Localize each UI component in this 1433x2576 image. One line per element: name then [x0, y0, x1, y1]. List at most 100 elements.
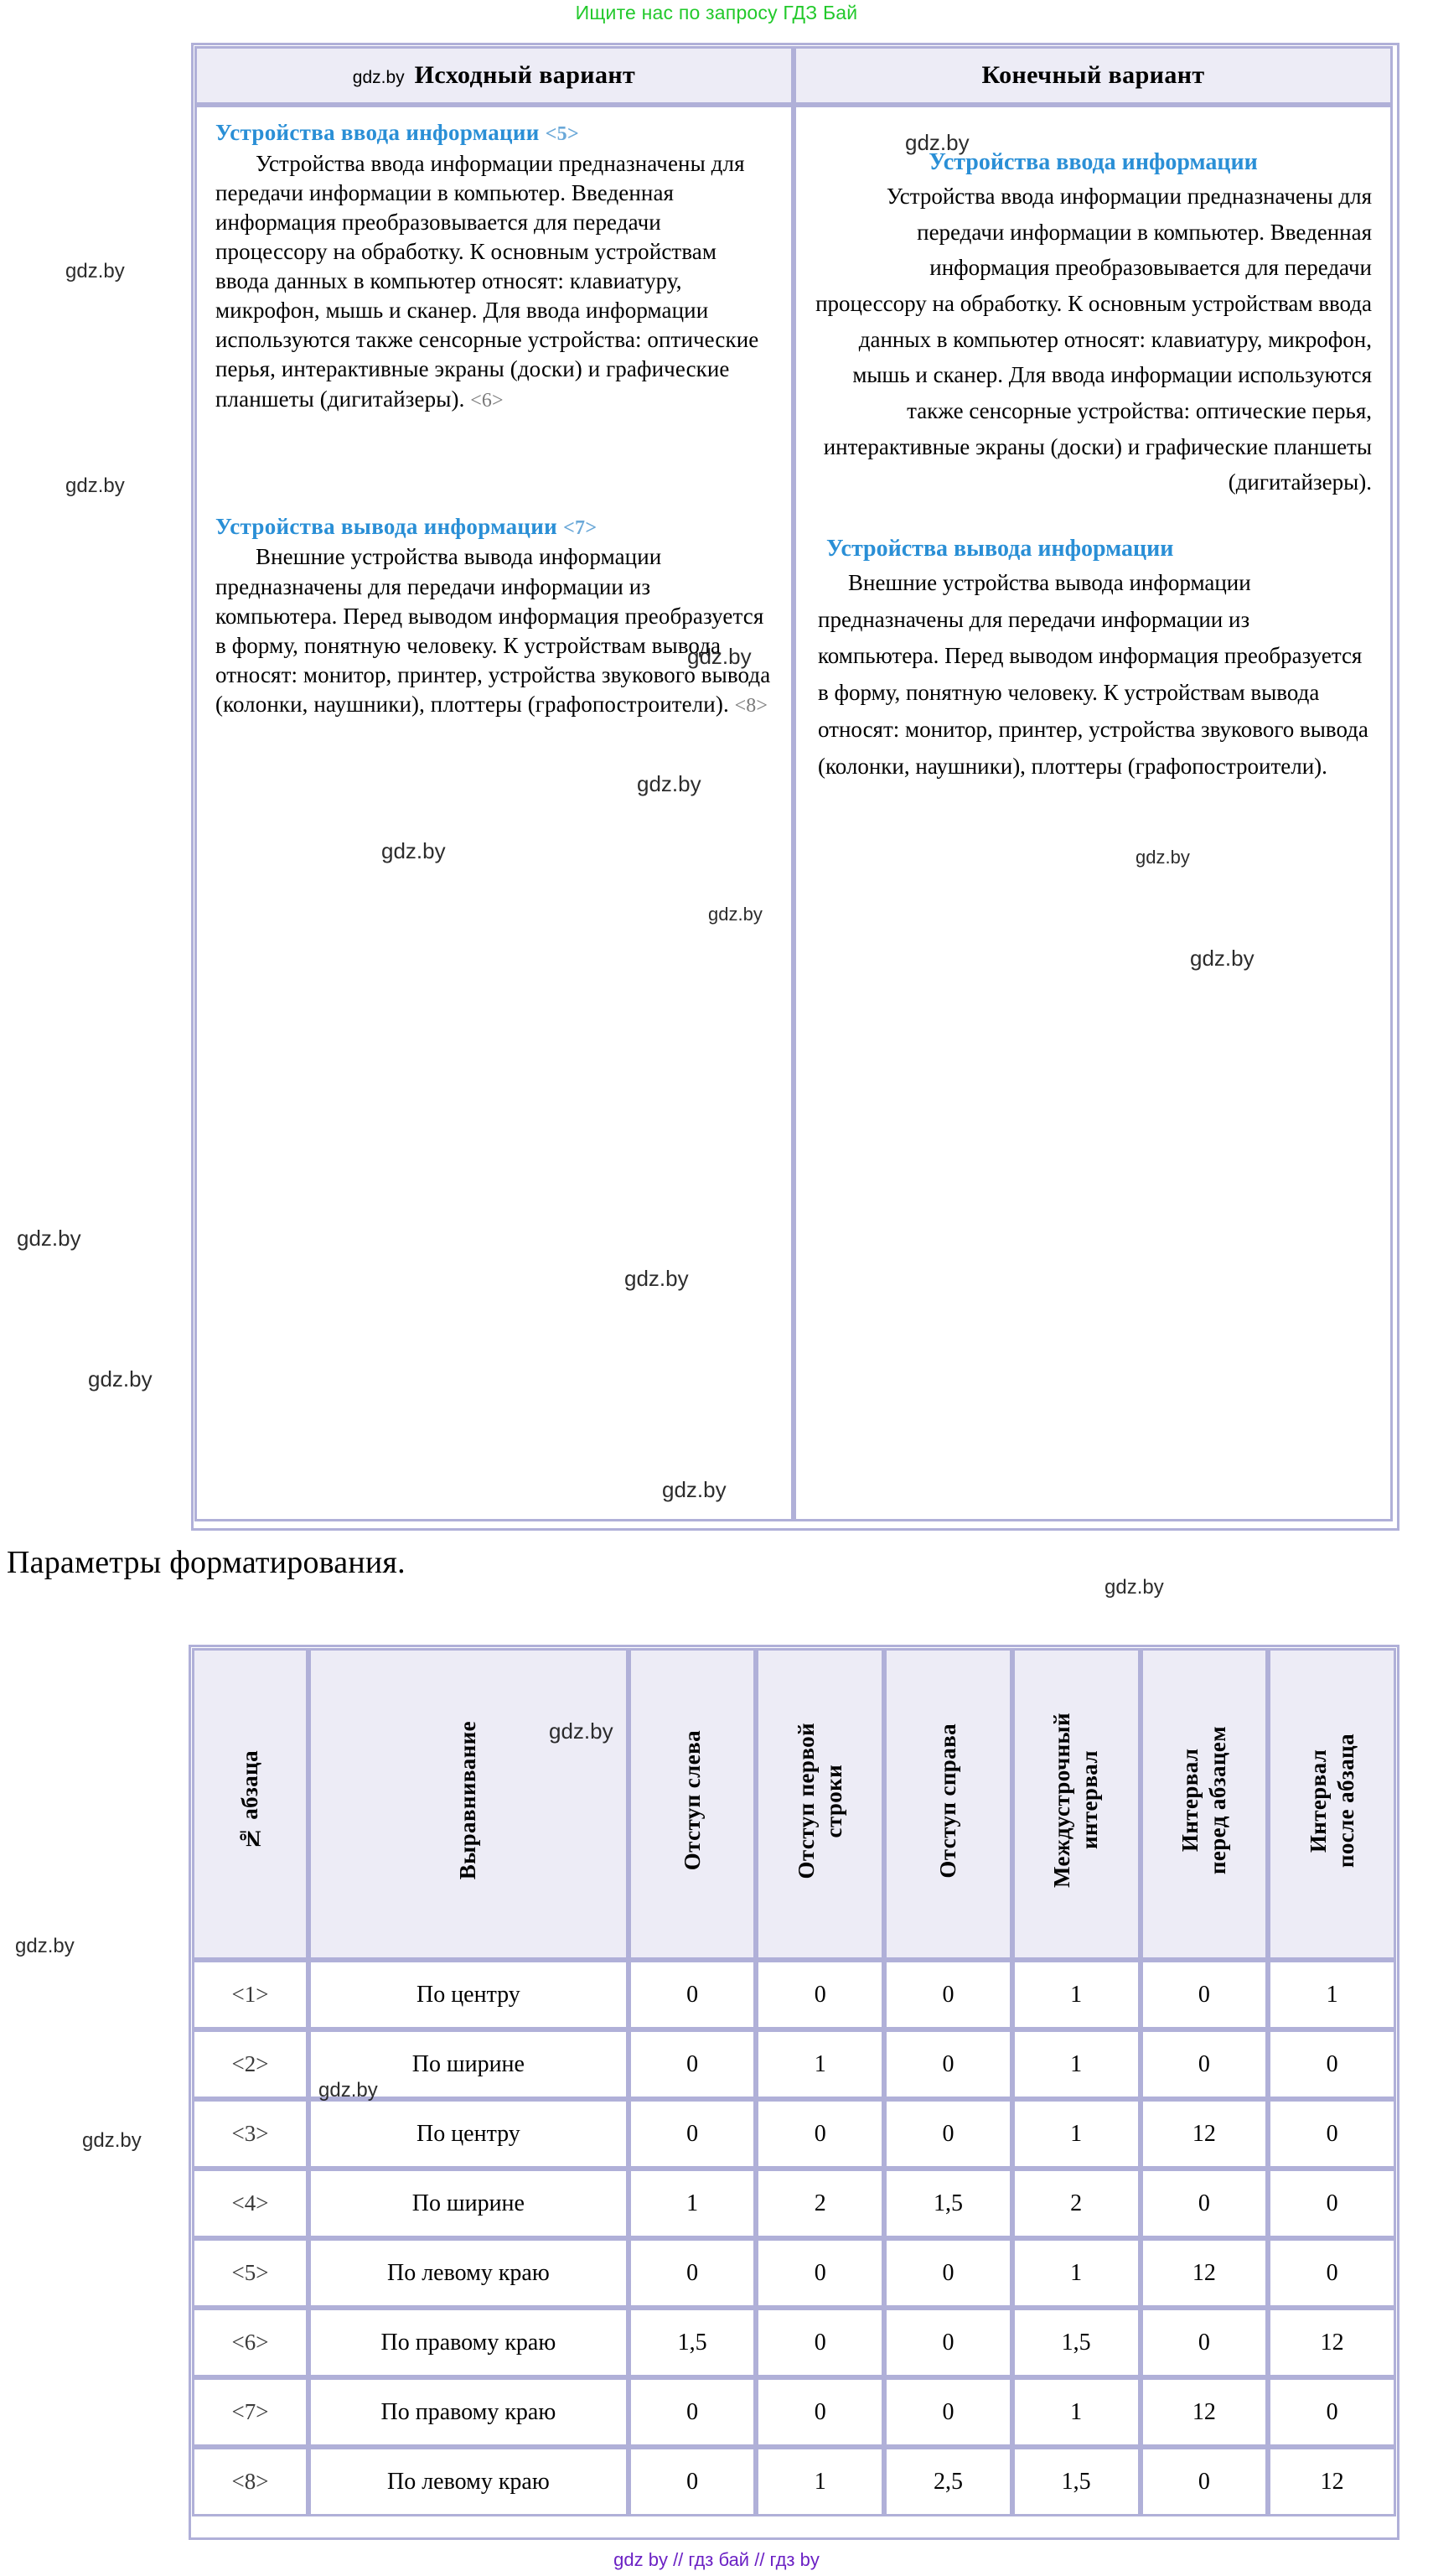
watermark: gdz.by: [1136, 847, 1190, 868]
params-cell-before-text: 0: [1198, 2329, 1210, 2356]
params-cell-align-text: По ширине: [411, 2050, 525, 2077]
params-cell-after: 0: [1268, 2099, 1396, 2169]
params-cell-before-text: 12: [1192, 2259, 1216, 2286]
right-section1-body: Устройства ввода информации предназначен…: [815, 184, 1372, 495]
params-cell-line: 1: [1011, 2377, 1141, 2447]
params-cell-first-text: 0: [814, 2259, 826, 2286]
params-cell-align: По центру: [308, 2099, 629, 2169]
params-cell-align: По центру: [308, 1960, 629, 2029]
params-cell-left: 0: [628, 2099, 757, 2169]
params-cell-after-text: 0: [1326, 2259, 1338, 2286]
params-cell-line-text: 1: [1070, 2398, 1083, 2425]
params-cell-num: <2>: [192, 2029, 309, 2099]
params-cell-before-text: 0: [1198, 2190, 1210, 2216]
params-cell-left-text: 1: [686, 2190, 699, 2216]
params-cell-before: 0: [1140, 1960, 1269, 2029]
watermark-inline: gdz.by: [352, 68, 405, 87]
params-cell-right-text: 0: [942, 2050, 954, 2077]
params-cell-first-text: 2: [814, 2190, 826, 2216]
params-cell-first: 0: [756, 1960, 885, 2029]
params-cell-after-text: 0: [1326, 2190, 1338, 2216]
right-section2-title: Устройства вывода информации: [826, 535, 1174, 562]
params-cell-after: 1: [1268, 1960, 1396, 2029]
params-table-frame: [189, 1645, 1399, 2540]
params-cell-right-text: 2,5: [933, 2468, 963, 2495]
params-cell-first: 2: [756, 2169, 885, 2238]
params-cell-num-text: <7>: [231, 2398, 269, 2424]
params-cell-num: <3>: [192, 2099, 309, 2169]
params-cell-first-text: 0: [814, 2120, 826, 2147]
left-section1-body: Устройства ввода информации предназначен…: [215, 149, 773, 414]
params-cell-num: <8>: [192, 2447, 309, 2516]
params-cell-align-text: По центру: [416, 2120, 520, 2147]
params-header-row: № абзаца Выравнивание Отступ слева Отсту…: [192, 1648, 1396, 1960]
params-cell-right: 0: [884, 2308, 1012, 2377]
params-cell-right: 0: [884, 2377, 1012, 2447]
params-col-header-line: Междустрочный интервал: [1011, 1648, 1141, 1960]
params-cell-first: 0: [756, 2238, 885, 2308]
params-cell-first-text: 0: [814, 2398, 826, 2425]
params-cell-line-text: 2: [1070, 2190, 1083, 2216]
left-section1-title-marker: <5>: [545, 123, 579, 145]
params-cell-first-text: 1: [814, 2050, 826, 2077]
params-cell-right: 0: [884, 2029, 1012, 2099]
params-cell-after-text: 0: [1326, 2120, 1338, 2147]
params-cell-line: 1: [1011, 2238, 1141, 2308]
params-cell-left-text: 0: [686, 1981, 699, 2008]
params-cell-first: 0: [756, 2099, 885, 2169]
params-cell-align-text: По правому краю: [380, 2329, 556, 2356]
left-section2-title-text: Устройства вывода информации: [215, 513, 557, 539]
params-cell-num: <4>: [192, 2169, 309, 2238]
params-cell-line-text: 1,5: [1061, 2468, 1091, 2495]
params-cell-before-text: 0: [1198, 2050, 1210, 2077]
params-cell-align-text: По ширине: [411, 2190, 525, 2216]
left-section2-title: Устройства вывода информации <7>: [215, 513, 773, 542]
params-cell-right: 2,5: [884, 2447, 1012, 2516]
comparison-header-original-label: Исходный вариант: [414, 61, 636, 89]
watermark: gdz.by: [88, 1366, 153, 1392]
watermark: gdz.by: [65, 474, 125, 497]
params-cell-num-text: <3>: [231, 2120, 269, 2146]
params-cell-first: 1: [756, 2029, 885, 2099]
params-cell-before: 12: [1140, 2238, 1269, 2308]
params-cell-num-text: <2>: [231, 2050, 269, 2076]
left-section1-body-text: Устройства ввода информации предназначен…: [215, 150, 759, 412]
params-cell-right-text: 0: [942, 2329, 954, 2356]
site-promo-banner: Ищите нас по запросу ГДЗ Бай: [575, 2, 858, 23]
params-table: № абзаца Выравнивание Отступ слева Отсту…: [192, 1648, 1396, 2516]
comparison-body-final: Устройства ввода информации Устройства в…: [794, 105, 1393, 1521]
left-section2-body-text: Внешние устройства вывода информации пре…: [215, 544, 771, 717]
params-cell-num-text: <1>: [231, 1981, 269, 2007]
watermark: gdz.by: [662, 1477, 727, 1502]
params-cell-right: 0: [884, 1960, 1012, 2029]
comparison-body-original: Устройства ввода информации <5> Устройст…: [194, 105, 794, 1521]
params-cell-before: 0: [1140, 2308, 1269, 2377]
params-cell-align-text: По центру: [416, 1981, 520, 2008]
params-cell-line-text: 1: [1070, 1981, 1083, 2008]
params-cell-align-text: По левому краю: [386, 2468, 550, 2495]
page-caption: Параметры форматирования.: [7, 1545, 406, 1580]
params-cell-align: По правому краю: [308, 2377, 629, 2447]
params-cell-left: 1: [628, 2169, 757, 2238]
params-col-header-right: Отступ справа: [884, 1648, 1012, 1960]
params-cell-line-text: 1: [1070, 2259, 1083, 2286]
params-col-header-first: Отступ первой строки: [756, 1648, 885, 1960]
comparison-body-row: Устройства ввода информации <5> Устройст…: [194, 105, 1393, 1521]
params-cell-left-text: 0: [686, 2050, 699, 2077]
params-cell-before: 0: [1140, 2169, 1269, 2238]
params-cell-line-text: 1,5: [1061, 2329, 1091, 2356]
params-cell-right-text: 0: [942, 2120, 954, 2147]
params-cell-after: 0: [1268, 2169, 1396, 2238]
left-section2-title-marker: <7>: [563, 516, 598, 539]
params-col-header-before: Интервал перед абзацем: [1140, 1648, 1269, 1960]
watermark: gdz.by: [708, 904, 763, 925]
params-cell-left: 0: [628, 2377, 757, 2447]
params-cell-after-text: 12: [1320, 2468, 1344, 2495]
params-cell-before: 0: [1140, 2447, 1269, 2516]
params-cell-before: 0: [1140, 2029, 1269, 2099]
params-cell-after-text: 0: [1326, 2398, 1338, 2425]
left-section1-title-text: Устройства ввода информации: [215, 120, 540, 145]
params-cell-after-text: 1: [1326, 1981, 1338, 2008]
